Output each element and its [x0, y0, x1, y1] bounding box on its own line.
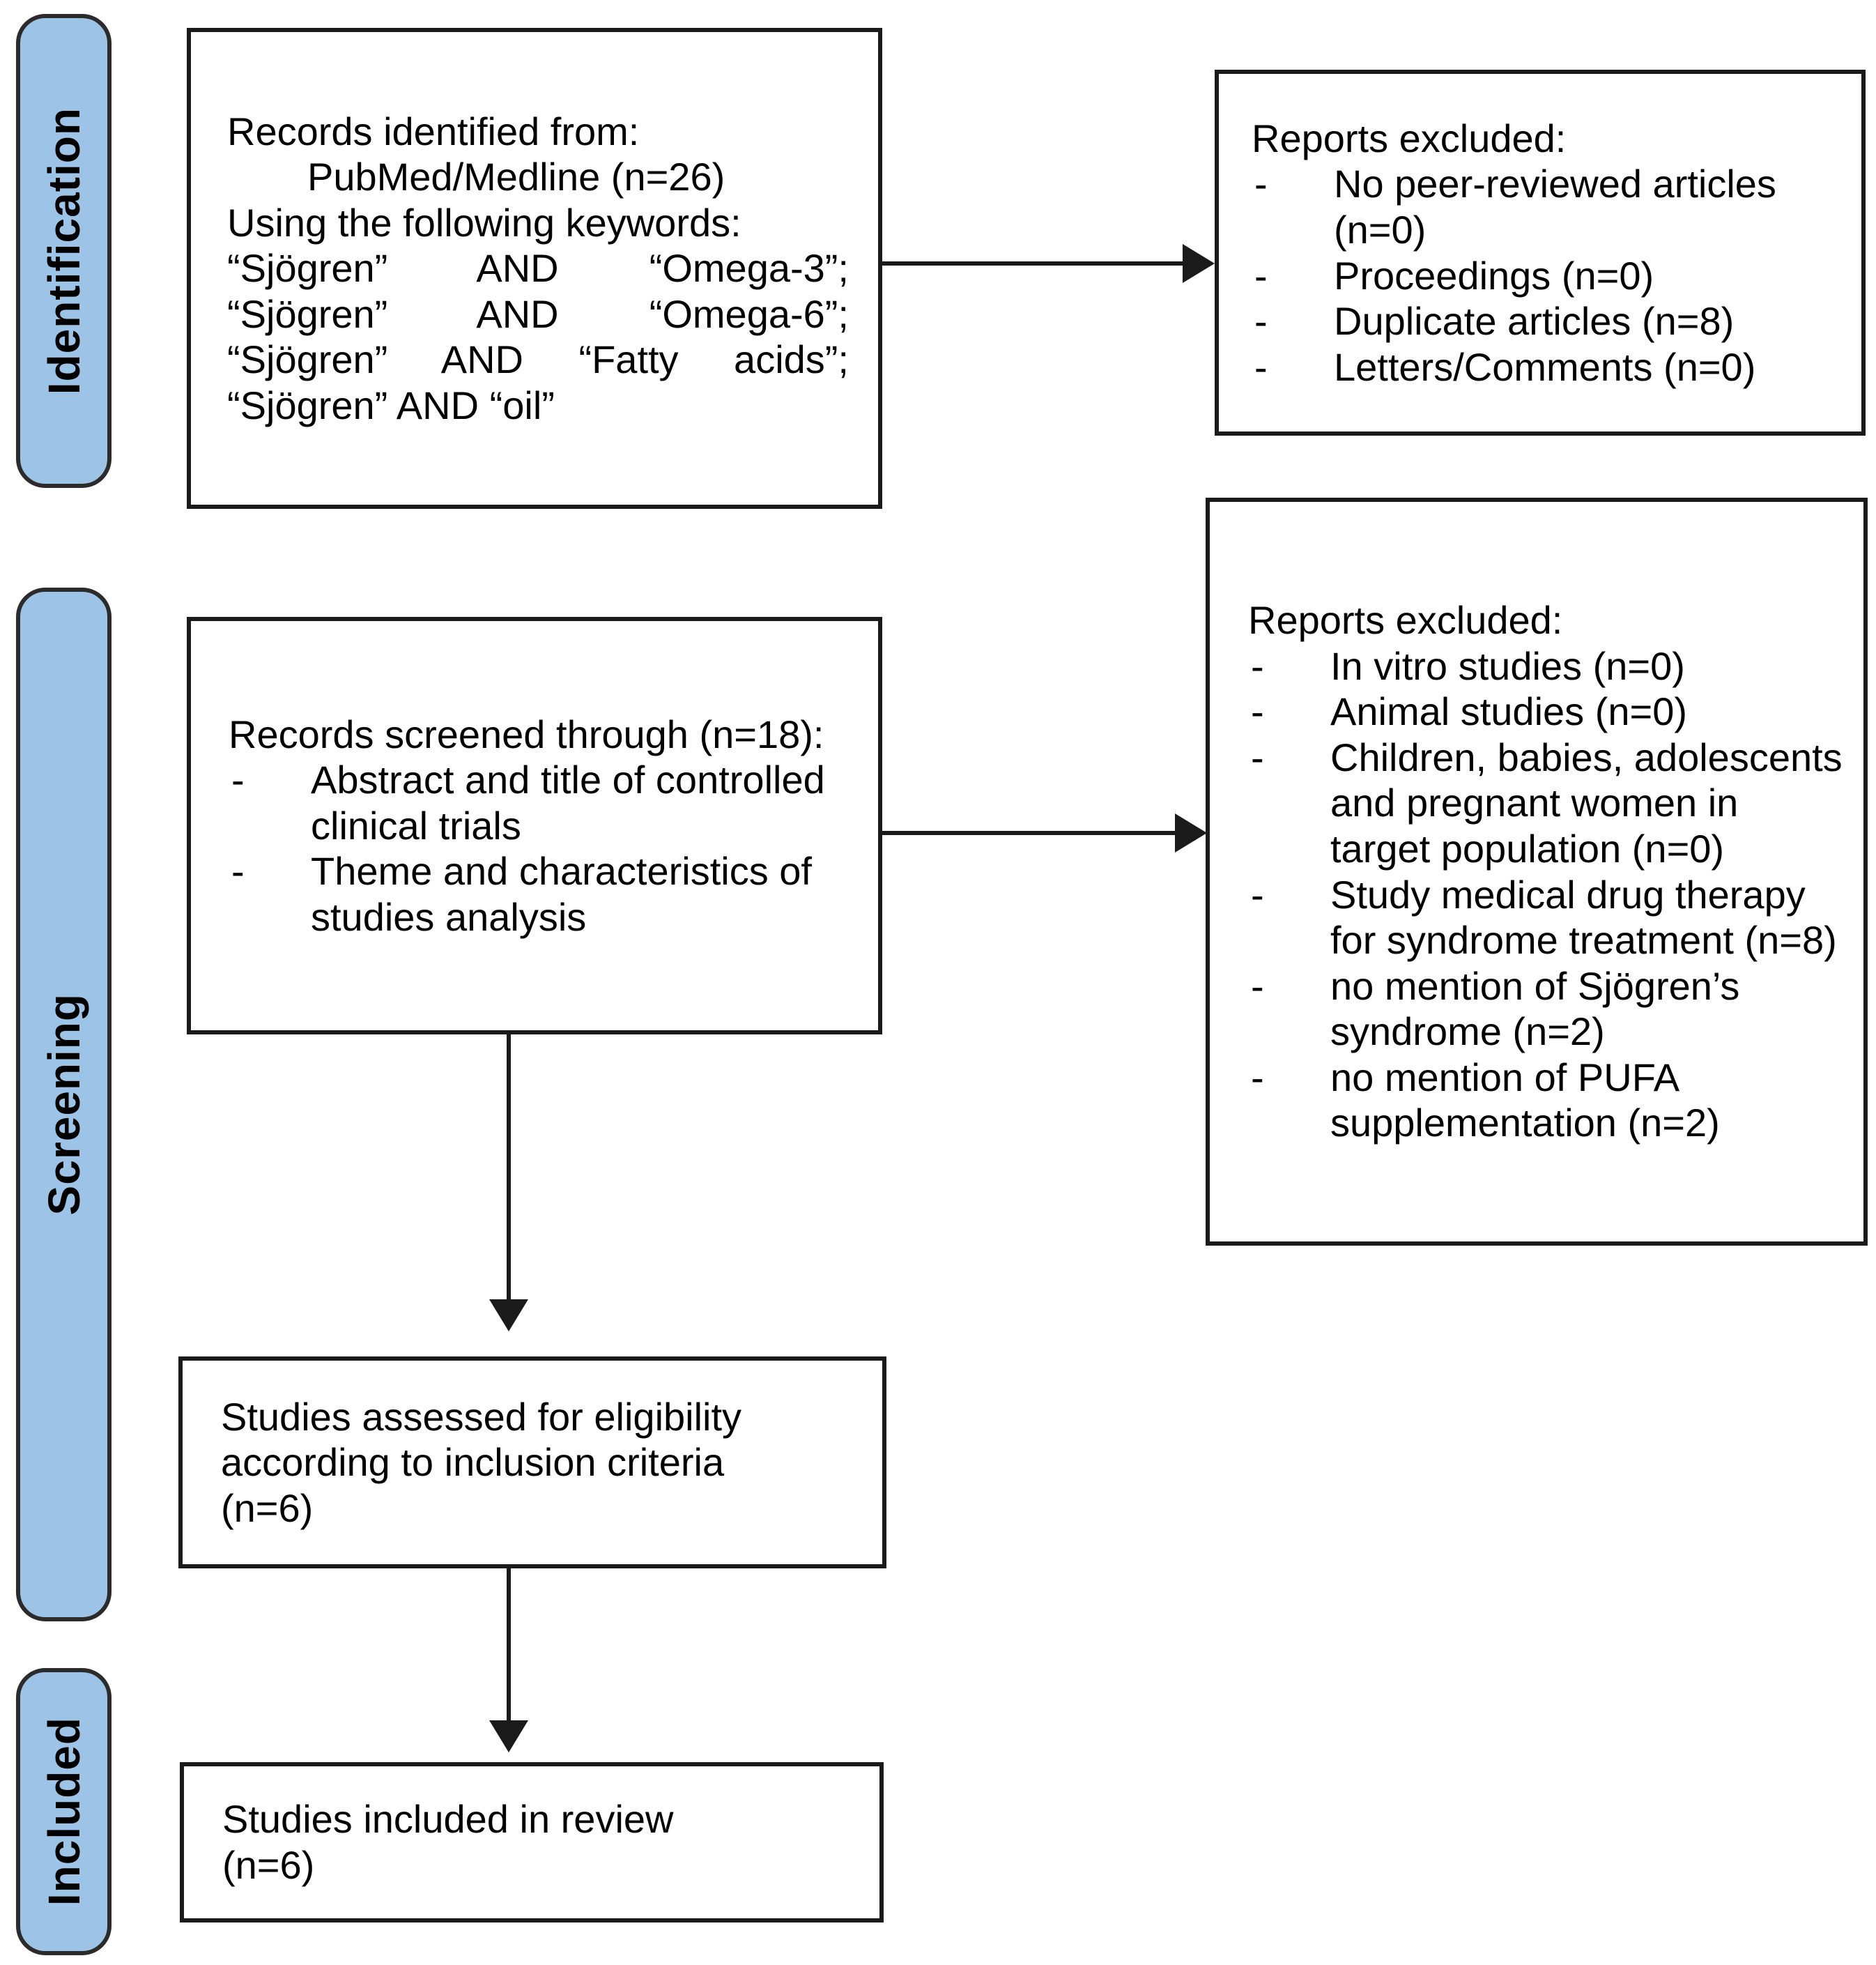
box-title: Records screened through (n=18): [229, 712, 824, 756]
bullet-item: - no mention of Sjögren’s syndrome (n=2) [1248, 963, 1844, 1055]
bullet-item: - No peer-reviewed articles (n=0) [1252, 161, 1840, 252]
bullet-dash: - [1254, 253, 1268, 298]
box-title: Reports excluded: [1248, 598, 1563, 643]
bullet-item: - Study medical drug therapy for syndrom… [1248, 872, 1844, 963]
arrow-head-right-icon [1175, 813, 1207, 852]
bullet-dash: - [1254, 299, 1268, 344]
bullet-text: Study medical drug therapy for syndrome … [1330, 872, 1837, 963]
text-line: PubMed/Medline (n=26) [307, 155, 725, 199]
bullet-text: In vitro studies (n=0) [1330, 643, 1685, 688]
bullet-text: Proceedings (n=0) [1334, 253, 1654, 298]
bullet-dash: - [1254, 344, 1268, 389]
bullet-item: - Duplicate articles (n=8) [1252, 298, 1840, 344]
arrow-head-down-icon [489, 1720, 528, 1752]
bullet-text: Animal studies (n=0) [1330, 689, 1688, 734]
stage-tab-identification: Identification [16, 14, 112, 488]
box-studies-included: Studies included in review (n=6) [180, 1762, 884, 1922]
bullet-text: No peer-reviewed articles (n=0) [1334, 162, 1776, 252]
text-line: Using the following keywords: [227, 200, 741, 245]
bullet-dash: - [1251, 1055, 1264, 1099]
box-title: Reports excluded: [1252, 116, 1567, 160]
bullet-item: - Animal studies (n=0) [1248, 689, 1844, 735]
bullet-list: - No peer-reviewed articles (n=0) - Proc… [1252, 161, 1840, 390]
bullet-dash: - [231, 758, 245, 802]
text-line: Studies included in review [222, 1797, 674, 1842]
text-line: “Sjögren” AND “Omega-3”; [227, 246, 849, 291]
stage-label-screening: Screening [38, 993, 89, 1216]
bullet-dash: - [231, 849, 245, 894]
bullet-dash: - [1251, 735, 1264, 779]
arrow-shaft [507, 1034, 511, 1301]
bullet-item: - Theme and characteristics of studies a… [229, 848, 850, 940]
stage-label-identification: Identification [38, 107, 89, 395]
text-line: “Sjögren” AND “Fatty acids”; [227, 337, 849, 382]
bullet-text: Theme and characteristics of studies ana… [311, 849, 812, 939]
bullet-list: - In vitro studies (n=0) - Animal studie… [1248, 643, 1844, 1146]
bullet-text: Abstract and title of controlled clinica… [311, 758, 825, 848]
box-reports-excluded-screening: Reports excluded: - In vitro studies (n=… [1206, 498, 1868, 1246]
bullet-text: Letters/Comments (n=0) [1334, 344, 1756, 389]
stage-tab-included: Included [16, 1668, 112, 1955]
bullet-dash: - [1251, 689, 1264, 734]
text-line: “Sjögren” AND “Omega-6”; [227, 291, 849, 336]
bullet-text: Duplicate articles (n=8) [1334, 299, 1735, 344]
arrow-shaft [507, 1568, 511, 1722]
box-studies-assessed: Studies assessed for eligibility accordi… [178, 1356, 886, 1568]
text-line: (n=6) [221, 1485, 314, 1530]
box-records-identified: Records identified from: PubMed/Medline … [187, 28, 882, 509]
arrow-head-down-icon [489, 1299, 528, 1331]
text-line: according to inclusion criteria [221, 1440, 725, 1485]
stage-label-included: Included [38, 1717, 89, 1906]
bullet-item: - Children, babies, adolescents and preg… [1248, 735, 1844, 872]
bullet-item: - Letters/Comments (n=0) [1252, 344, 1840, 390]
bullet-item: - no mention of PUFA supplementation (n=… [1248, 1055, 1844, 1146]
bullet-item: - Abstract and title of controlled clini… [229, 757, 850, 848]
stage-tab-screening: Screening [16, 588, 112, 1621]
arrow-shaft [882, 261, 1183, 266]
arrow-head-right-icon [1183, 244, 1215, 283]
bullet-dash: - [1254, 162, 1268, 206]
text-line: Studies assessed for eligibility [221, 1394, 742, 1439]
bullet-dash: - [1251, 872, 1264, 917]
bullet-dash: - [1251, 963, 1264, 1008]
bullet-text: no mention of PUFA supplementation (n=2) [1330, 1055, 1720, 1145]
bullet-text: Children, babies, adolescents and pregna… [1330, 735, 1843, 871]
text-line: “Sjögren” AND “oil” [227, 383, 555, 427]
bullet-item: - Proceedings (n=0) [1252, 253, 1840, 299]
text-line: (n=6) [222, 1843, 315, 1887]
text-line: Records identified from: [227, 109, 640, 153]
box-records-screened: Records screened through (n=18): - Abstr… [187, 617, 882, 1034]
bullet-item: - In vitro studies (n=0) [1248, 643, 1844, 689]
bullet-text: no mention of Sjögren’s syndrome (n=2) [1330, 963, 1740, 1054]
box-reports-excluded-identification: Reports excluded: - No peer-reviewed art… [1215, 70, 1866, 436]
arrow-shaft [882, 831, 1178, 835]
bullet-list: - Abstract and title of controlled clini… [229, 757, 850, 940]
bullet-dash: - [1251, 643, 1264, 688]
